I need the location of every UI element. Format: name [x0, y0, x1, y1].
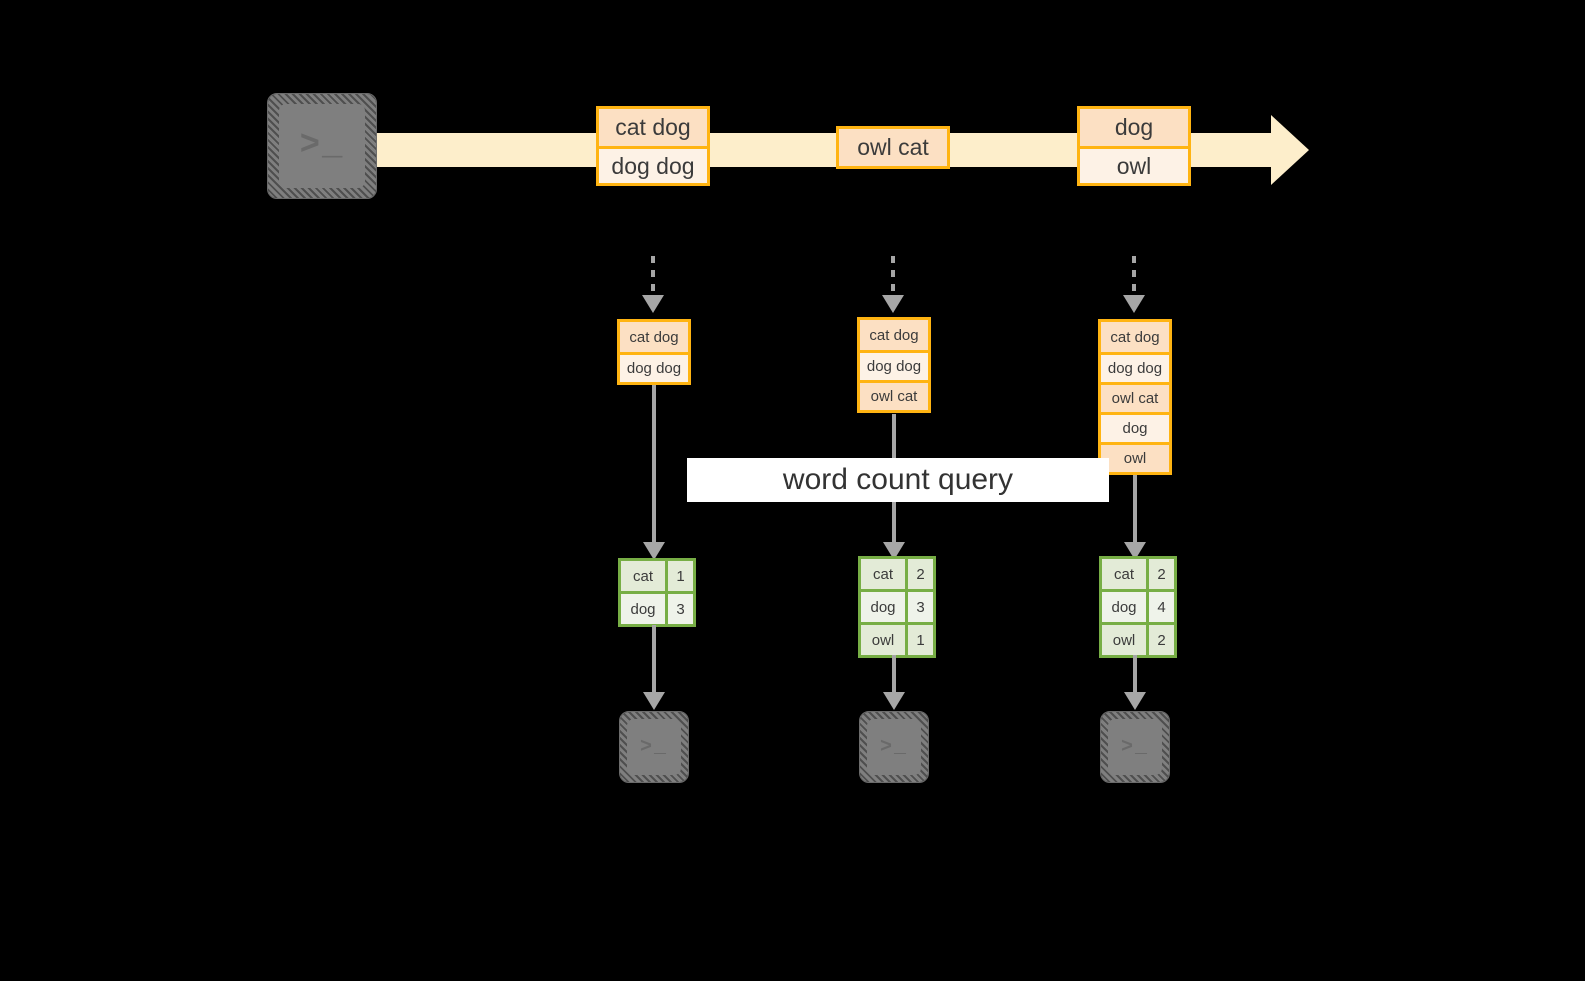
result-table: cat 2 dog 3 owl 1: [858, 556, 936, 658]
result-word: owl: [1102, 625, 1146, 655]
query-connector-arrowhead: [1124, 542, 1146, 560]
result-count: 3: [665, 594, 693, 624]
query-connector-line: [1133, 475, 1137, 545]
query-banner-label: word count query: [782, 463, 1014, 496]
terminal-prompt-glyph: >_: [639, 735, 668, 759]
table-row: cat 2: [1102, 559, 1174, 589]
snapshot-line: cat dog: [860, 320, 928, 350]
snapshot-line: dog dog: [620, 352, 688, 382]
snapshot-line: dog dog: [1101, 352, 1169, 382]
terminal-screen: [278, 104, 366, 188]
table-row: owl 1: [861, 622, 933, 655]
terminal-prompt-glyph: >_: [879, 735, 908, 759]
result-count: 2: [905, 559, 933, 589]
result-word: cat: [1102, 559, 1146, 589]
result-word: dog: [1102, 592, 1146, 622]
snapshot-connector-arrowhead: [1123, 295, 1145, 313]
snapshot-connector-arrowhead: [882, 295, 904, 313]
sink-connector-arrowhead: [1124, 692, 1146, 710]
stream-event-box: dog owl: [1077, 106, 1191, 186]
snapshot-stack: cat dog dog dog owl cat dog owl: [1098, 319, 1172, 475]
query-connector-line: [652, 385, 656, 545]
snapshot-connector-line: [1132, 256, 1136, 298]
terminal-screen: [626, 719, 682, 775]
result-table: cat 1 dog 3: [618, 558, 696, 627]
sink-connector-line: [1133, 655, 1137, 695]
table-row: cat 2: [861, 559, 933, 589]
sink-terminal-icon[interactable]: >_: [1100, 711, 1170, 783]
result-count: 4: [1146, 592, 1174, 622]
query-connector-arrowhead: [643, 542, 665, 560]
table-row: dog 3: [621, 591, 693, 624]
snapshot-connector-line: [651, 256, 655, 298]
table-row: owl 2: [1102, 622, 1174, 655]
table-row: dog 3: [861, 589, 933, 622]
snapshot-line: dog dog: [860, 350, 928, 380]
result-count: 2: [1146, 625, 1174, 655]
sink-connector-line: [892, 655, 896, 695]
stream-event-line: dog: [1080, 109, 1188, 146]
sink-connector-arrowhead: [883, 692, 905, 710]
result-count: 2: [1146, 559, 1174, 589]
result-word: owl: [861, 625, 905, 655]
query-connector-arrowhead: [883, 542, 905, 560]
stream-event-line: dog dog: [599, 146, 707, 183]
stream-event-line: owl: [1080, 146, 1188, 183]
query-banner: word count query: [687, 458, 1109, 502]
snapshot-connector-arrowhead: [642, 295, 664, 313]
snapshot-line: owl cat: [1101, 382, 1169, 412]
stream-event-box: owl cat: [836, 126, 950, 169]
stream-event-line: cat dog: [599, 109, 707, 146]
sink-connector-line: [652, 625, 656, 695]
result-word: cat: [861, 559, 905, 589]
sink-terminal-icon[interactable]: >_: [619, 711, 689, 783]
result-count: 3: [905, 592, 933, 622]
stream-event-line: owl cat: [839, 129, 947, 166]
terminal-prompt-glyph: >_: [299, 127, 345, 165]
snapshot-line: owl: [1101, 442, 1169, 472]
sink-connector-arrowhead: [643, 692, 665, 710]
result-word: dog: [861, 592, 905, 622]
result-count: 1: [665, 561, 693, 591]
terminal-prompt-glyph: >_: [1120, 735, 1149, 759]
result-word: cat: [621, 561, 665, 591]
terminal-screen: [866, 719, 922, 775]
result-table: cat 2 dog 4 owl 2: [1099, 556, 1177, 658]
sink-terminal-icon[interactable]: >_: [859, 711, 929, 783]
snapshot-stack: cat dog dog dog owl cat: [857, 317, 931, 413]
table-row: dog 4: [1102, 589, 1174, 622]
stream-arrowhead: [1271, 115, 1309, 185]
snapshot-line: dog: [1101, 412, 1169, 442]
snapshot-connector-line: [891, 256, 895, 298]
snapshot-line: owl cat: [860, 380, 928, 410]
result-word: dog: [621, 594, 665, 624]
table-row: cat 1: [621, 561, 693, 591]
snapshot-line: cat dog: [1101, 322, 1169, 352]
result-count: 1: [905, 625, 933, 655]
stream-event-box: cat dog dog dog: [596, 106, 710, 186]
snapshot-line: cat dog: [620, 322, 688, 352]
source-terminal-icon[interactable]: >_: [267, 93, 377, 199]
snapshot-stack: cat dog dog dog: [617, 319, 691, 385]
terminal-screen: [1107, 719, 1163, 775]
